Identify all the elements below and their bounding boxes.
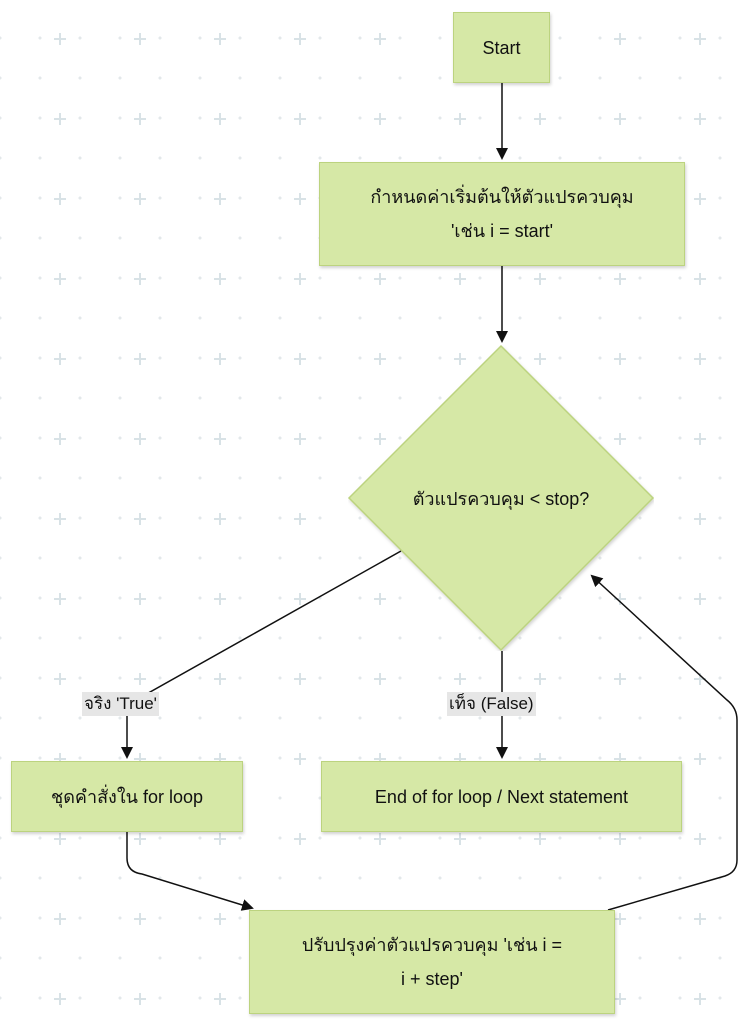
init-label-line2: 'เช่น i = start' (450, 221, 554, 241)
loop-body-label: ชุดคำสั่งใน for loop (51, 786, 203, 807)
start-label: Start (482, 37, 521, 58)
update-label-line1: ปรับปรุงค่าตัวแปรควบคุม 'เช่น i = (301, 935, 563, 955)
condition-node: ตัวแปรควบคุม < stop? (348, 345, 654, 651)
end-node: End of for loop / Next statement (321, 761, 682, 832)
loop-body-node: ชุดคำสั่งใน for loop (11, 761, 243, 832)
end-label: End of for loop / Next statement (374, 786, 629, 807)
edge-update-to-condition (590, 574, 738, 911)
update-node: ปรับปรุงค่าตัวแปรควบคุม 'เช่น i = i + st… (249, 910, 615, 1014)
init-label-line1: กำหนดค่าเริ่มต้นให้ตัวแปรควบคุม (370, 187, 634, 207)
start-node: Start (453, 12, 550, 83)
edge-body-to-update (126, 832, 254, 911)
update-label-line2: i + step' (401, 969, 463, 989)
false-edge-label: เท็จ (False) (447, 692, 536, 716)
true-edge-label: จริง 'True' (82, 692, 159, 716)
condition-label: ตัวแปรควบคุม < stop? (412, 488, 590, 509)
init-node: กำหนดค่าเริ่มต้นให้ตัวแปรควบคุม 'เช่น i … (319, 162, 685, 266)
